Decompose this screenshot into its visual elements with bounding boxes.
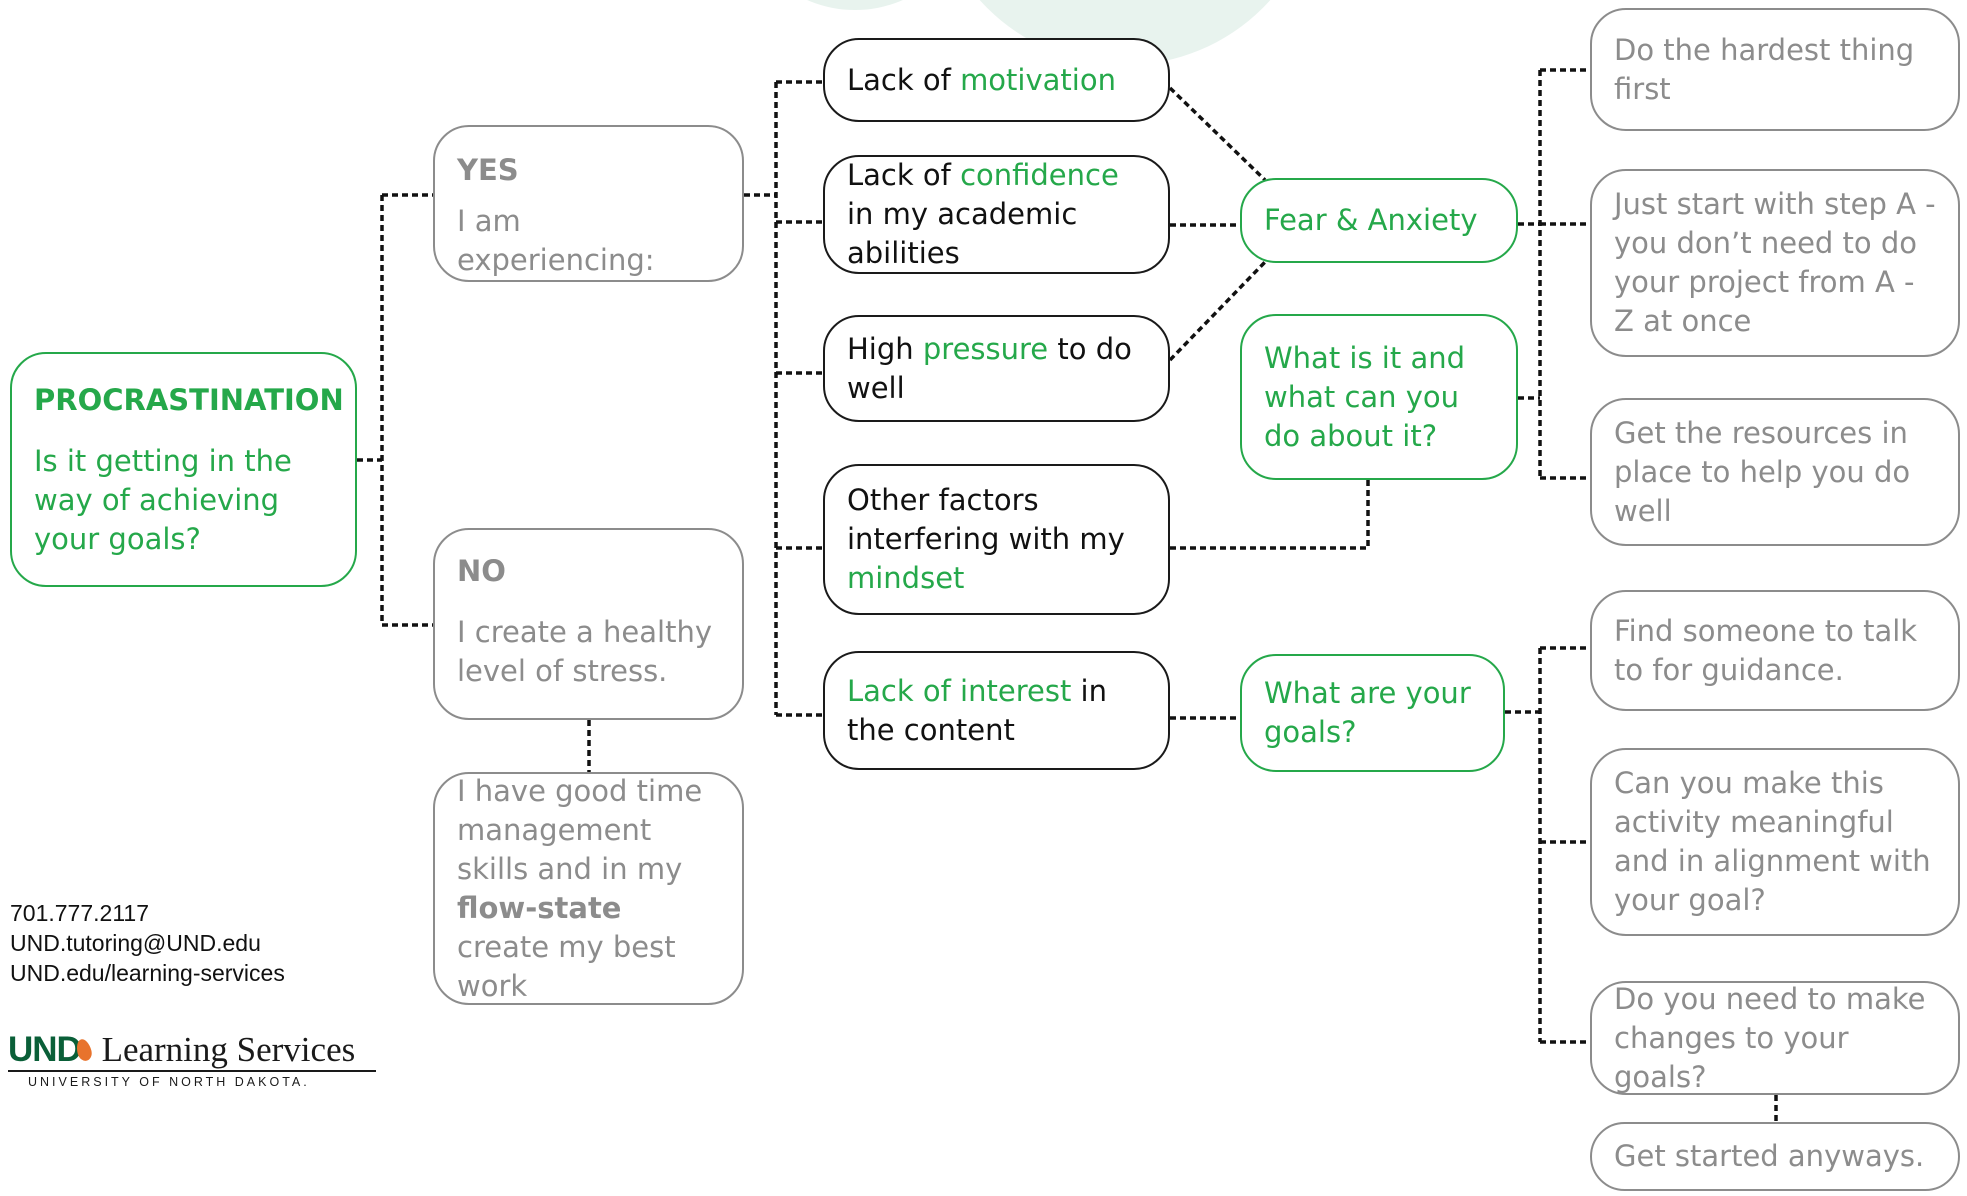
und-learning-services-logo: UND Learning Services UNIVERSITY OF NORT… <box>8 1032 376 1089</box>
cause-interest-post: in the content <box>847 673 1107 747</box>
tip-someone: Find someone to talk to for guidance. <box>1590 590 1960 711</box>
flow-text-1: I have good time management skills and i… <box>457 773 703 886</box>
cause-other-pre: Other factors interfering with my <box>847 483 1125 556</box>
cause-confidence-hl: confidence <box>960 158 1119 192</box>
procrastination-question: Is it getting in the way of achieving yo… <box>34 443 292 556</box>
procrastination-box: PROCRASTINATION Is it getting in the way… <box>10 352 357 587</box>
goals-label: What are your goals? <box>1264 676 1471 749</box>
tip-resources: Get the resources in place to help you d… <box>1590 398 1960 546</box>
tip-started: Get started anyways. <box>1590 1122 1960 1191</box>
cause-confidence-post: in my academic abilities <box>847 197 1078 270</box>
contact-phone: 701.777.2117 <box>10 900 149 926</box>
cause-pressure-pre: High <box>847 331 914 366</box>
no-box: NO I create a healthy level of stress. <box>433 528 744 720</box>
tip-meaningful-text: Can you make this activity meaningful an… <box>1614 766 1931 917</box>
fear-anxiety-box: Fear & Anxiety <box>1240 178 1518 263</box>
goals-box: What are your goals? <box>1240 654 1505 772</box>
tip-meaningful: Can you make this activity meaningful an… <box>1590 748 1960 936</box>
procrastination-title: PROCRASTINATION <box>34 382 344 417</box>
flow-state-box: I have good time management skills and i… <box>433 772 744 1005</box>
yes-text: I am experiencing: <box>457 204 655 277</box>
what-is-it-box: What is it and what can you do about it? <box>1240 314 1518 480</box>
fear-anxiety-label: Fear & Anxiety <box>1264 203 1478 237</box>
logo-services: Services <box>236 1030 356 1069</box>
no-title: NO <box>457 554 506 588</box>
cause-pressure: High pressure to do well <box>823 315 1170 422</box>
decor-circle-small <box>807 0 903 10</box>
connector-causes-fear <box>1168 86 1267 362</box>
tip-hardest: Do the hardest thing first <box>1590 8 1960 131</box>
contact-email[interactable]: UND.tutoring@UND.edu <box>10 930 261 956</box>
cause-interest: Lack of interest in the content <box>823 651 1170 770</box>
no-text: I create a healthy level of stress. <box>457 615 712 688</box>
logo-subtitle: UNIVERSITY OF NORTH DAKOTA. <box>28 1074 310 1089</box>
tip-someone-text: Find someone to talk to for guidance. <box>1614 613 1918 687</box>
contact-info: 701.777.2117 UND.tutoring@UND.edu UND.ed… <box>10 898 285 988</box>
flow-state-text: I have good time management skills and i… <box>457 772 720 1006</box>
connector-other-what <box>1170 480 1370 550</box>
cause-confidence-pre: Lack of <box>847 158 951 192</box>
what-is-it-label: What is it and what can you do about it? <box>1264 340 1466 453</box>
cause-other-hl: mindset <box>847 561 965 595</box>
cause-motivation-hl: motivation <box>960 62 1116 97</box>
flow-text-2: create my best work <box>457 929 676 1003</box>
tip-started-text: Get started anyways. <box>1614 1139 1925 1173</box>
cause-interest-hl: Lack of interest <box>847 673 1072 708</box>
logo-und: UND <box>8 1030 82 1069</box>
cause-pressure-hl: pressure <box>922 331 1049 366</box>
logo-rule <box>8 1070 376 1072</box>
tip-step-a: Just start with step A - you don’t need … <box>1590 169 1960 357</box>
cause-motivation: Lack of motivation <box>823 38 1170 122</box>
tip-changes: Do you need to make changes to your goal… <box>1590 981 1960 1095</box>
yes-title: YES <box>457 153 519 187</box>
connector-goals-tips <box>1505 646 1590 1044</box>
contact-website[interactable]: UND.edu/learning-services <box>10 960 285 986</box>
connector-fear-tips <box>1518 68 1590 480</box>
tip-hardest-text: Do the hardest thing first <box>1614 32 1915 106</box>
tip-step-a-text: Just start with step A - you don’t need … <box>1614 187 1936 338</box>
cause-other: Other factors interfering with my mindse… <box>823 464 1170 615</box>
cause-motivation-pre: Lack of <box>847 62 951 97</box>
tip-resources-text: Get the resources in place to help you d… <box>1614 415 1911 528</box>
yes-box: YES I am experiencing: <box>433 125 744 282</box>
cause-confidence: Lack of confidence in my academic abilit… <box>823 155 1170 274</box>
tip-changes-text: Do you need to make changes to your goal… <box>1614 981 1926 1094</box>
connector-yes-causes <box>744 80 823 717</box>
cause-pressure-post: to do well <box>847 331 1132 405</box>
flow-bold: flow-state <box>457 890 622 925</box>
logo-learning: Learning <box>101 1030 228 1069</box>
connector-root-branches <box>357 193 433 627</box>
